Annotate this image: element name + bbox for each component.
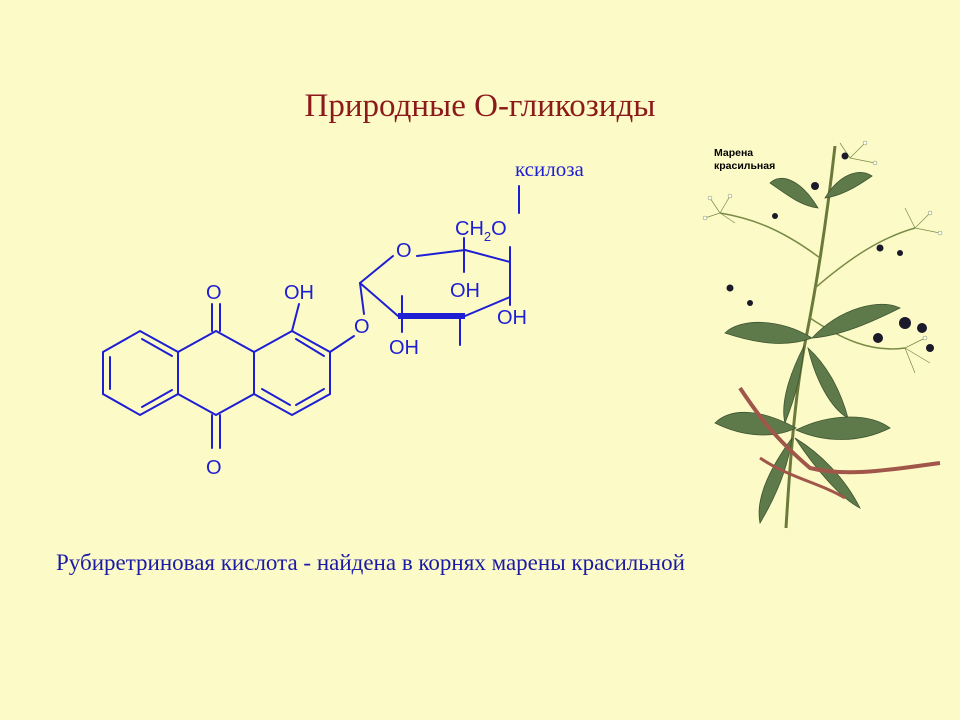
left-ring xyxy=(102,329,179,417)
rubiretric-acid-structure: O O OH O O CH2O OH OH OH ксилоза xyxy=(102,157,585,479)
ketone-o-bottom: O xyxy=(206,457,222,479)
madder-plant-illustration xyxy=(700,138,955,538)
slide-title: Природные О-гликозиды xyxy=(304,88,656,124)
plant-label: Марена красильная xyxy=(714,147,775,173)
ch2o-label: CH2O xyxy=(455,218,507,244)
oh-c3-label: OH xyxy=(450,280,480,302)
oh-c2-label: OH xyxy=(497,307,527,329)
caption: Рубиретриновая кислота - найдена в корня… xyxy=(56,550,685,575)
central-ring xyxy=(177,329,255,417)
sugar-ring-o-label: O xyxy=(396,240,412,262)
phenol-oh-label: OH xyxy=(284,282,314,304)
xylose-label: ксилоза xyxy=(515,157,585,181)
plant-label-line2: красильная xyxy=(714,160,776,172)
ketone-o-top: O xyxy=(206,282,222,304)
plant-label-line1: Марена xyxy=(714,147,754,159)
glycosidic-o-label: O xyxy=(354,316,370,338)
right-ring xyxy=(253,329,331,417)
oh-c4-label: OH xyxy=(389,337,419,359)
